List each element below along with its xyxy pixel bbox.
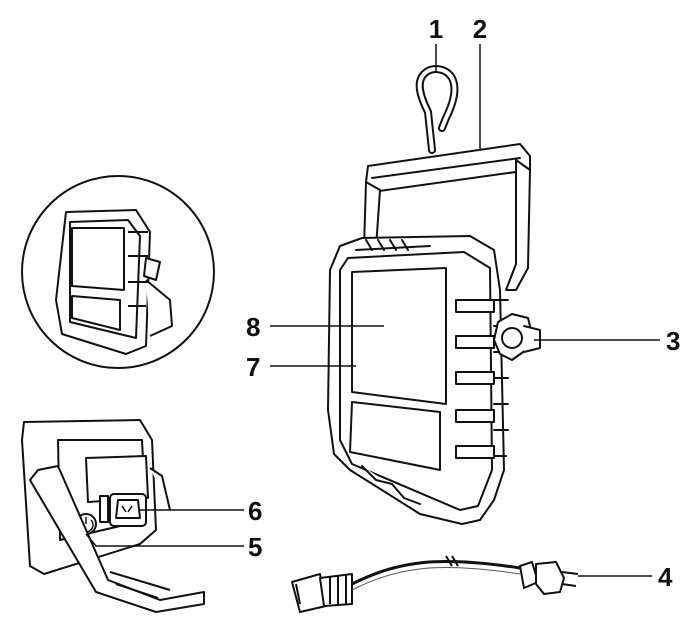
callout-7: 7 — [246, 352, 260, 382]
power-socket-icon — [99, 493, 147, 527]
callout-labels: 1 2 3 4 5 6 7 8 — [246, 14, 680, 592]
power-cord-icon — [291, 555, 579, 613]
callout-5: 5 — [248, 532, 262, 562]
stand-top-bar — [365, 143, 531, 193]
leader-5 — [85, 533, 244, 547]
detail-circle — [21, 175, 215, 369]
main-work-light — [327, 65, 541, 525]
led-panel-icon — [349, 267, 447, 471]
callout-1: 1 — [429, 14, 443, 44]
callout-4: 4 — [658, 562, 673, 592]
leader-lines — [85, 44, 660, 577]
knob-icon — [493, 313, 541, 361]
hook-icon — [415, 65, 459, 154]
callout-3: 3 — [666, 326, 680, 356]
callout-8: 8 — [246, 312, 260, 342]
back-view — [21, 419, 205, 613]
callout-2: 2 — [473, 14, 487, 44]
callout-6: 6 — [248, 496, 262, 526]
